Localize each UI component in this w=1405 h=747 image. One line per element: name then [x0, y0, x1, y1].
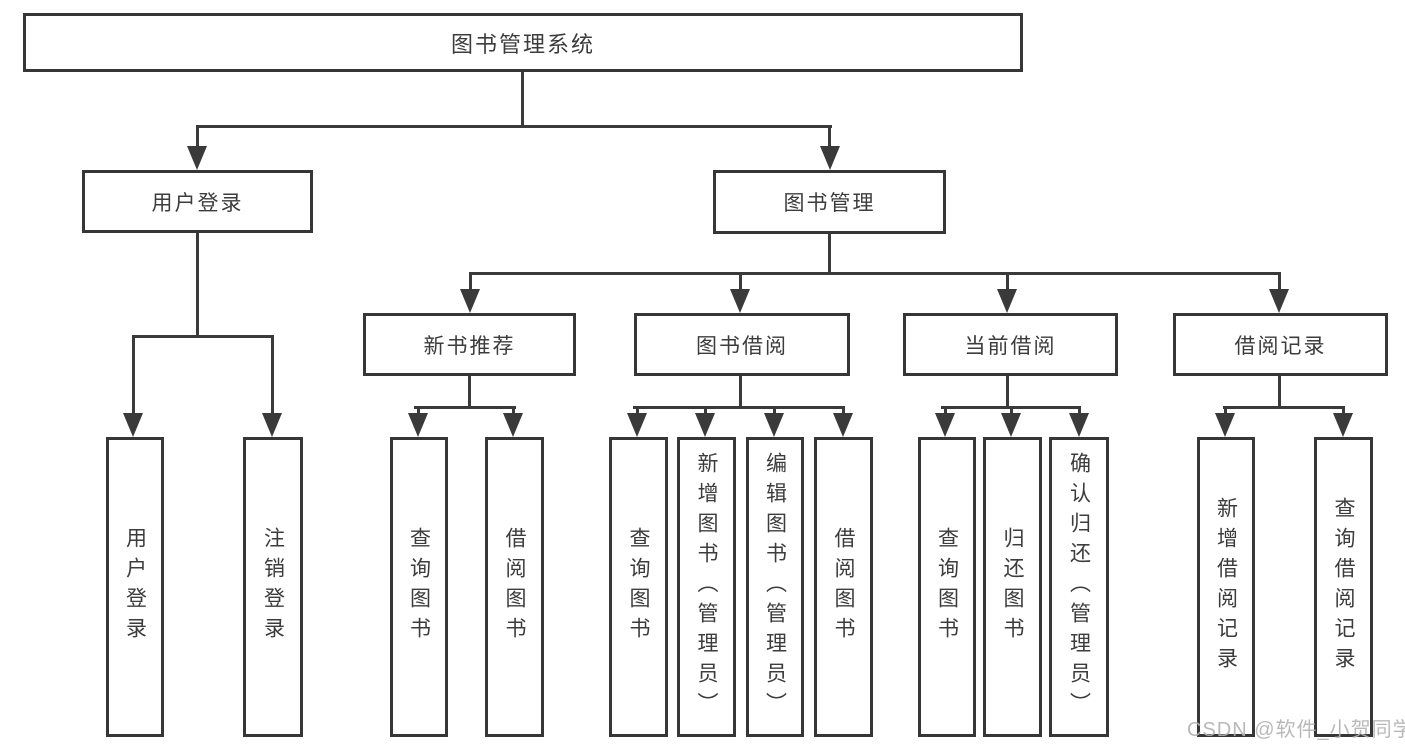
node-current-borrow: 当前借阅 — [903, 313, 1118, 376]
leaf-query-books-current: 查询图书 — [918, 437, 976, 737]
connector-line — [1006, 272, 1009, 293]
connector-line — [1223, 406, 1345, 409]
node-book-borrow: 图书借阅 — [634, 313, 850, 376]
connector-line — [944, 406, 947, 418]
connector-line — [1078, 406, 1081, 418]
connector-line — [828, 125, 831, 152]
connector-line — [773, 406, 776, 418]
connector-line — [1342, 406, 1345, 418]
arrow-down-icon — [833, 413, 853, 437]
connector-line — [739, 272, 742, 293]
leaf-user-login: 用户登录 — [106, 437, 164, 737]
connector-line — [739, 376, 742, 406]
connector-line — [1278, 272, 1281, 293]
arrow-down-icon — [764, 413, 784, 437]
connector-line — [132, 335, 135, 418]
node-user-login: 用户登录 — [82, 170, 313, 233]
connector-line — [469, 272, 1281, 275]
node-label: 新书推荐 — [423, 334, 516, 358]
node-label: 查询借阅记录 — [1332, 497, 1355, 677]
arrow-down-icon — [935, 413, 955, 437]
node-label: 确认归还（管理员） — [1067, 452, 1091, 722]
arrow-down-icon — [187, 146, 207, 170]
arrow-down-icon — [262, 413, 282, 437]
arrow-down-icon — [1069, 413, 1089, 437]
arrow-down-icon — [1215, 413, 1235, 437]
leaf-borrow-books-recommend: 借阅图书 — [485, 437, 544, 737]
leaf-confirm-return-admin: 确认归还（管理员） — [1049, 437, 1109, 737]
node-label: 当前借阅 — [964, 334, 1057, 358]
connector-line — [271, 335, 274, 418]
arrow-down-icon — [997, 289, 1017, 313]
node-label: 查询图书 — [627, 527, 650, 647]
connector-line — [1278, 376, 1281, 406]
node-label: 新增图书（管理员） — [695, 452, 718, 722]
connector-line — [704, 406, 707, 418]
node-label: 借阅图书 — [503, 527, 526, 647]
arrow-down-icon — [695, 413, 715, 437]
node-borrow-records: 借阅记录 — [1173, 313, 1388, 376]
connector-line — [636, 406, 639, 418]
connector-line — [414, 406, 516, 409]
arrow-down-icon — [460, 289, 480, 313]
csdn-watermark: CSDN @软件_小贺同学 — [1187, 719, 1405, 741]
node-label: 新增借阅记录 — [1214, 497, 1238, 677]
connector-line — [196, 125, 199, 152]
arrow-down-icon — [123, 413, 143, 437]
connector-line — [417, 406, 420, 418]
arrow-down-icon — [730, 289, 750, 313]
node-label: 借阅记录 — [1234, 334, 1327, 358]
node-label: 注销登录 — [261, 527, 285, 647]
node-new-book-recommend: 新书推荐 — [363, 313, 576, 376]
connector-line — [468, 376, 471, 406]
node-label: 借阅图书 — [832, 527, 855, 647]
arrow-down-icon — [1333, 413, 1353, 437]
leaf-edit-book-admin: 编辑图书（管理员） — [746, 437, 804, 737]
leaf-query-borrow-record: 查询借阅记录 — [1314, 437, 1373, 737]
node-book-management: 图书管理 — [713, 170, 946, 234]
connector-line — [196, 125, 832, 128]
node-label: 图书管理 — [783, 192, 876, 215]
connector-line — [842, 406, 845, 418]
arrow-down-icon — [627, 413, 647, 437]
connector-line — [633, 406, 845, 409]
arrow-down-icon — [1269, 289, 1289, 313]
arrow-down-icon — [408, 413, 428, 437]
node-label: 图书借阅 — [696, 334, 788, 358]
connector-line — [1010, 406, 1013, 418]
node-book-management-system: 图书管理系统 — [23, 13, 1023, 72]
leaf-return-books: 归还图书 — [983, 437, 1042, 737]
arrow-down-icon — [820, 146, 840, 170]
leaf-query-books-borrow: 查询图书 — [609, 437, 668, 737]
connector-line — [196, 233, 199, 335]
node-label: 查询图书 — [407, 527, 431, 647]
node-label: 查询图书 — [935, 527, 959, 647]
leaf-add-borrow-record: 新增借阅记录 — [1197, 437, 1255, 737]
node-label: 用户登录 — [123, 527, 147, 647]
node-label: 图书管理系统 — [450, 31, 595, 57]
node-label: 用户登录 — [151, 191, 244, 215]
arrow-down-icon — [503, 413, 523, 437]
leaf-borrow-books: 借阅图书 — [814, 437, 873, 737]
node-label: 归还图书 — [1001, 527, 1024, 647]
connector-line — [512, 406, 515, 418]
leaf-add-book-admin: 新增图书（管理员） — [677, 437, 736, 737]
connector-line — [469, 272, 472, 293]
node-label: 编辑图书（管理员） — [763, 452, 787, 722]
leaf-query-books-recommend: 查询图书 — [390, 437, 448, 737]
leaf-logout: 注销登录 — [243, 437, 303, 737]
connector-line — [1006, 376, 1009, 406]
connector-line — [132, 335, 274, 338]
arrow-down-icon — [1001, 413, 1021, 437]
connector-line — [1224, 406, 1227, 418]
connector-line — [521, 72, 524, 125]
connector-line — [828, 234, 831, 272]
